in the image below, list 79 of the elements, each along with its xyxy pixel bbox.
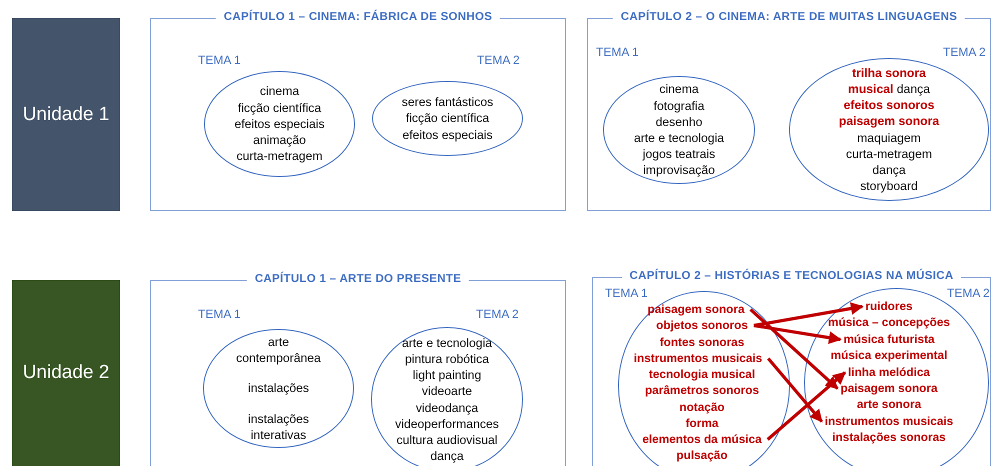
theme-label: TEMA 1 [596,45,639,59]
topic-item: cinema [659,81,699,98]
topic-item: notação [679,400,725,415]
arrow [767,357,823,423]
topic-item: ficção científica [238,100,322,116]
topic-item: fotografia [654,98,704,114]
unit-block [12,18,120,211]
arrow [754,302,864,328]
topic-ellipse [203,329,354,448]
chapter-title: CAPÍTULO 1 – CINEMA: FÁBRICA DE SONHOS [216,11,500,23]
topic-item: música futurista [843,332,935,347]
arrow [749,308,839,390]
topic-item: desenho [656,114,702,130]
topic-item: videodança [416,400,478,416]
topic-item: efeitos especiais [402,126,493,143]
topic-item: light painting [412,367,482,384]
theme-label: TEMA 2 [943,45,986,59]
topic-item: animação [253,132,306,148]
topic-item: dança [430,448,464,464]
topic-item: storyboard [860,178,918,194]
topic-item: curta-metragem [236,148,322,164]
topic-item: curta-metragem [846,146,932,162]
topic-item: arte e tecnologia [402,334,492,351]
topic-item: música – concepções [828,315,950,330]
topic-item: maquiagem [857,130,921,146]
topic-item: tecnologia musical [648,367,756,382]
topic-ellipse [804,288,989,466]
topic-item: parâmetros sonoros [644,383,760,398]
topic-item: instrumentos musicais [634,351,762,366]
topic-item: forma [686,416,718,431]
topic-item: instalações sonoras [832,430,946,445]
topic-ellipse [371,327,523,466]
theme-label: TEMA 2 [476,307,519,321]
topic-ellipse [789,58,989,201]
theme-label: TEMA 1 [198,53,241,67]
topic-item: paisagem sonora [838,113,940,130]
topic-item: pintura robótica [404,350,489,368]
chapter-title: CAPÍTULO 2 – HISTÓRIAS E TECNOLOGIAS NA MÚSICA [622,270,962,282]
topic-item: videoarte [422,383,472,400]
topic-item: musical dança [848,80,930,98]
topic-ellipse [372,81,523,156]
topic-ellipse [603,76,755,184]
topic-item: trilha sonora [852,64,926,81]
theme-label: TEMA 1 [605,286,648,300]
topic-item: dança [872,162,906,178]
topic-item: paisagem sonora [840,381,938,396]
theme-label: TEMA 2 [477,53,520,67]
topic-ellipse [204,71,355,177]
unit-block [12,280,120,466]
topic-item: cultura audiovisual [396,432,498,448]
topic-item: ficção científica [406,110,490,127]
chapter-title: CAPÍTULO 1 – ARTE DO PRESENTE [246,273,470,285]
topic-item: arte e tecnologia [634,130,724,146]
topic-item: arte sonora [856,397,922,412]
arrow [766,371,846,441]
topic-item: fontes sonoras [660,335,744,350]
theme-label: TEMA 2 [947,286,990,300]
topic-item: improvisação [643,162,715,179]
topic-item: efeitos especiais [234,116,325,132]
topic-item: efeitos sonoros [844,97,934,114]
topic-item: ruidores [865,299,913,314]
topic-item: instrumentos musicais [824,414,954,429]
topic-item: jogos teatrais [642,146,716,162]
theme-label: TEMA 1 [198,307,241,321]
topic-item: elementos da música [642,432,762,447]
chapter-title: CAPÍTULO 2 – O CINEMA: ARTE DE MUITAS LINGUAGENS [612,11,966,23]
unit-label: Unidade 1 [22,104,110,126]
topic-item: arte contemporânea [235,334,322,366]
topic-item: linha melódica [848,365,930,380]
topic-item: pulsação [676,448,728,463]
topic-item: cinema [260,83,300,100]
topic-item: seres fantásticos [402,94,494,110]
topic-item: videoperformances [395,416,499,432]
topic-item: instalações interativas [247,410,310,443]
topic-item: instalações [248,380,309,397]
arrow [754,324,842,344]
topic-item: música experimental [830,348,948,363]
unit-label: Unidade 2 [22,362,110,384]
topic-item: objetos sonoros [656,318,748,333]
